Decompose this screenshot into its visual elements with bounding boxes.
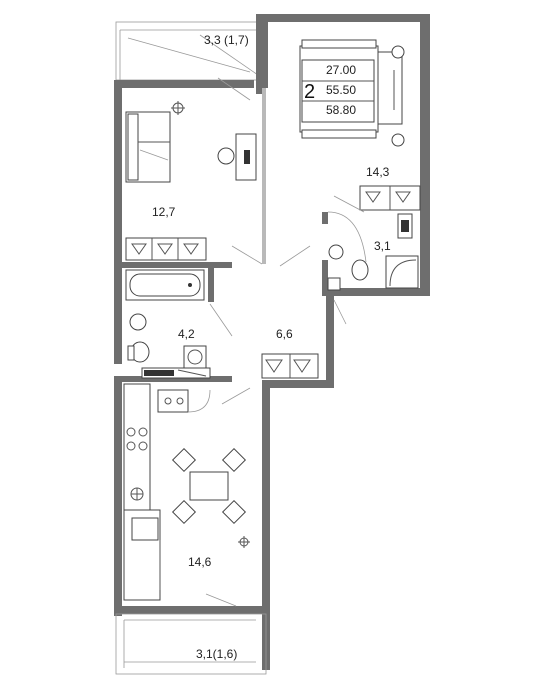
area-living: 27.00 [326, 63, 356, 77]
bathroom[interactable] [125, 269, 233, 379]
balcony-bottom-area: 3,1(1,6) [196, 647, 237, 661]
area-total: 55.50 [326, 83, 356, 97]
balcony-bottom[interactable] [115, 613, 267, 675]
room-count: 2 [304, 81, 315, 103]
bathroom-small[interactable] [327, 211, 419, 325]
bedroom[interactable] [125, 77, 263, 265]
bathroom-area: 4,2 [178, 327, 195, 341]
hallway[interactable] [221, 353, 319, 405]
bedroom-area: 12,7 [152, 205, 176, 219]
hallway-area: 6,6 [276, 327, 293, 341]
living-room[interactable] [279, 39, 421, 267]
balcony-top-area: 3,3 (1,7) [204, 33, 249, 47]
kitchen[interactable] [123, 383, 250, 607]
living-room-area: 14,3 [366, 165, 390, 179]
walls [114, 14, 430, 670]
kitchen-area: 14,6 [188, 555, 212, 569]
balcony-top[interactable] [115, 21, 267, 81]
bathroom-small-area: 3,1 [374, 239, 391, 253]
area-total-with-balcony: 58.80 [326, 103, 356, 117]
